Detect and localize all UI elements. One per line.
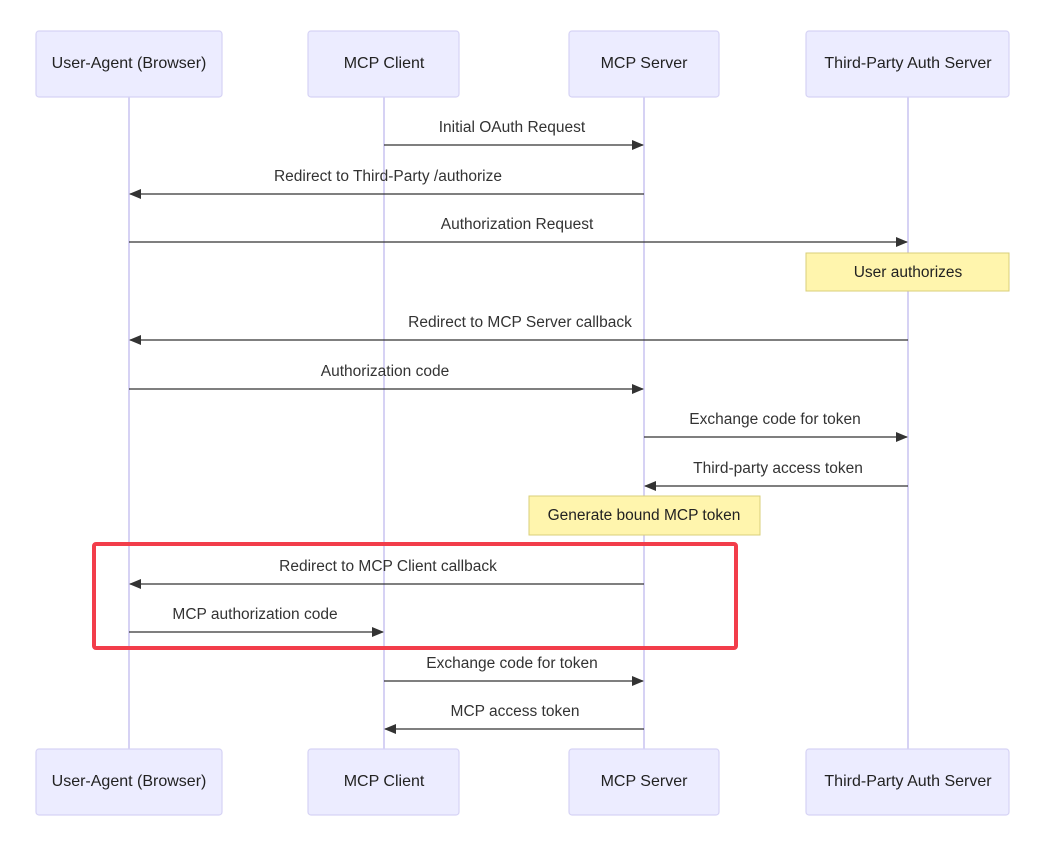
message-label: Exchange code for token bbox=[426, 655, 597, 672]
note-label: Generate bound MCP token bbox=[548, 507, 741, 524]
actor-label: MCP Server bbox=[601, 55, 689, 72]
message-label: Third-party access token bbox=[693, 460, 863, 477]
message-redirect-authorize: Redirect to Third-Party /authorize bbox=[129, 168, 644, 199]
actor-auth-bottom: Third-Party Auth Server bbox=[805, 748, 1010, 816]
message-label: MCP authorization code bbox=[172, 606, 337, 623]
message-exchange-code-third-party: Exchange code for token bbox=[644, 411, 908, 442]
actor-label: User-Agent (Browser) bbox=[52, 55, 207, 72]
actor-browser-bottom: User-Agent (Browser) bbox=[35, 748, 223, 816]
note-user-authorizes: User authorizes bbox=[805, 252, 1010, 292]
message-label: Authorization code bbox=[321, 363, 449, 380]
message-redirect-client-callback: Redirect to MCP Client callback bbox=[129, 558, 644, 589]
actor-auth-top: Third-Party Auth Server bbox=[805, 30, 1010, 98]
message-label: Exchange code for token bbox=[689, 411, 860, 428]
actor-label: Third-Party Auth Server bbox=[824, 55, 992, 72]
actor-server-top: MCP Server bbox=[568, 30, 720, 98]
actor-server-bottom: MCP Server bbox=[568, 748, 720, 816]
actor-label: MCP Server bbox=[601, 773, 689, 790]
note-label: User authorizes bbox=[854, 264, 963, 281]
message-third-party-access-token: Third-party access token bbox=[644, 460, 908, 491]
message-authorization-request: Authorization Request bbox=[129, 216, 908, 247]
actor-browser-top: User-Agent (Browser) bbox=[35, 30, 223, 98]
note-generate-bound-token: Generate bound MCP token bbox=[528, 495, 761, 536]
message-exchange-code-mcp: Exchange code for token bbox=[384, 655, 644, 686]
message-label: Redirect to MCP Client callback bbox=[279, 558, 497, 575]
message-initial-oauth-request: Initial OAuth Request bbox=[384, 119, 644, 150]
actor-label: Third-Party Auth Server bbox=[824, 773, 992, 790]
actor-client-top: MCP Client bbox=[307, 30, 460, 98]
actor-client-bottom: MCP Client bbox=[307, 748, 460, 816]
message-authorization-code: Authorization code bbox=[129, 363, 644, 394]
actor-label: User-Agent (Browser) bbox=[52, 773, 207, 790]
actor-label: MCP Client bbox=[344, 55, 425, 72]
message-label: MCP access token bbox=[451, 703, 580, 720]
message-label: Redirect to MCP Server callback bbox=[408, 314, 632, 331]
message-label: Redirect to Third-Party /authorize bbox=[274, 168, 502, 185]
message-label: Authorization Request bbox=[441, 216, 594, 233]
message-mcp-authorization-code: MCP authorization code bbox=[129, 606, 384, 637]
message-label: Initial OAuth Request bbox=[439, 119, 586, 136]
message-redirect-server-callback: Redirect to MCP Server callback bbox=[129, 314, 908, 345]
message-mcp-access-token: MCP access token bbox=[384, 703, 644, 734]
highlight-box bbox=[92, 542, 738, 650]
lifelines bbox=[128, 97, 909, 749]
actor-label: MCP Client bbox=[344, 773, 425, 790]
